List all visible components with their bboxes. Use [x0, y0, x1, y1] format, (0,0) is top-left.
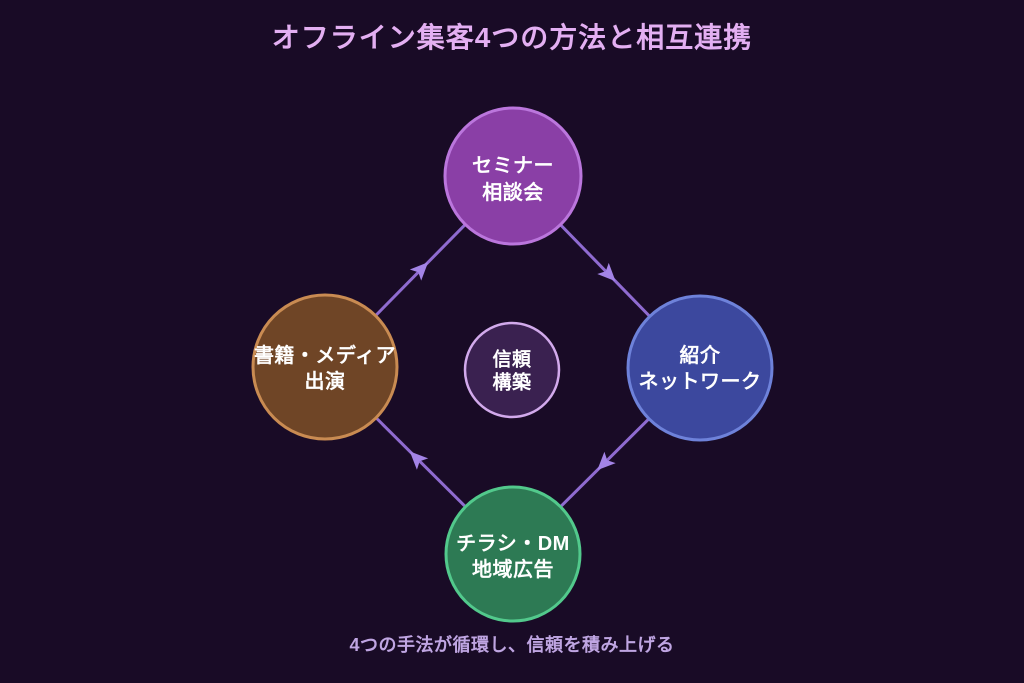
- trust-node-label-line2: 構築: [492, 371, 532, 394]
- arrowhead-down-left-icon: [597, 451, 616, 471]
- diagram-title: オフライン集客4つの方法と相互連携: [271, 22, 753, 53]
- seminar-node-label-line2: 相談会: [482, 180, 544, 204]
- flow-arrowheads: [409, 262, 616, 471]
- flyer-node-label-line2: 地域広告: [472, 557, 554, 581]
- node-media: 書籍・メディア 出演: [251, 293, 399, 441]
- diagram-caption: 4つの手法が循環し、信頼を積み上げる: [349, 635, 675, 655]
- flyer-node-circle: [444, 485, 582, 623]
- node-referral: 紹介 ネットワーク: [626, 294, 774, 442]
- trust-node-label-line1: 信頼: [492, 348, 532, 371]
- arrowhead-up-right-icon: [409, 262, 429, 281]
- media-node-label-line1: 書籍・メディア: [254, 343, 396, 367]
- referral-node-label-line1: 紹介: [680, 343, 722, 367]
- seminar-node-label-line1: セミナー: [472, 155, 554, 177]
- media-node-label-line2: 出演: [305, 369, 346, 393]
- node-seminar: セミナー 相談会: [443, 106, 583, 246]
- arrowhead-up-left-icon: [409, 451, 429, 470]
- flyer-node-label-line1: チラシ・DM: [456, 533, 570, 555]
- arrowhead-down-right-icon: [597, 262, 616, 282]
- trust-node-circle: [463, 321, 561, 419]
- node-trust: 信頼 構築: [463, 321, 561, 419]
- referral-node-label-line2: ネットワーク: [639, 370, 762, 393]
- node-flyer: チラシ・DM 地域広告: [444, 485, 582, 623]
- referral-node-circle: [626, 294, 774, 442]
- seminar-node-circle: [443, 106, 583, 246]
- media-node-circle: [251, 293, 399, 441]
